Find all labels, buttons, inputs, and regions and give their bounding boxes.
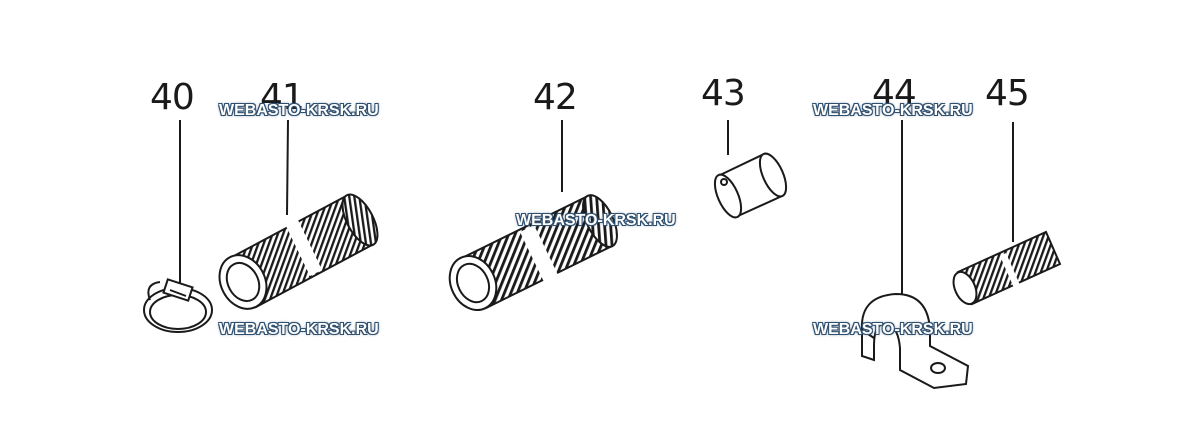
part-number-41: 41 — [260, 77, 305, 118]
part-40-hose-clamp — [143, 278, 213, 333]
part-45-coil-spring — [952, 230, 1062, 306]
part-number-43: 43 — [701, 73, 746, 114]
leader-41 — [286, 119, 289, 216]
part-number-42: 42 — [533, 77, 578, 118]
part-42-corrugated-hose — [448, 194, 618, 311]
part-43-sleeve — [713, 152, 788, 219]
part-number-44: 44 — [872, 73, 917, 114]
part-41-corrugated-hose — [218, 193, 379, 310]
watermark: WEBASTO-KRSK.RU — [219, 321, 379, 338]
watermark: WEBASTO-KRSK.RU — [219, 102, 379, 119]
part-number-45: 45 — [985, 73, 1030, 114]
watermark: WEBASTO-KRSK.RU — [813, 102, 973, 119]
part-number-40: 40 — [150, 77, 195, 118]
watermark: WEBASTO-KRSK.RU — [813, 321, 973, 338]
watermark: WEBASTO-KRSK.RU — [516, 212, 676, 229]
part-44-pipe-bracket — [860, 292, 970, 390]
